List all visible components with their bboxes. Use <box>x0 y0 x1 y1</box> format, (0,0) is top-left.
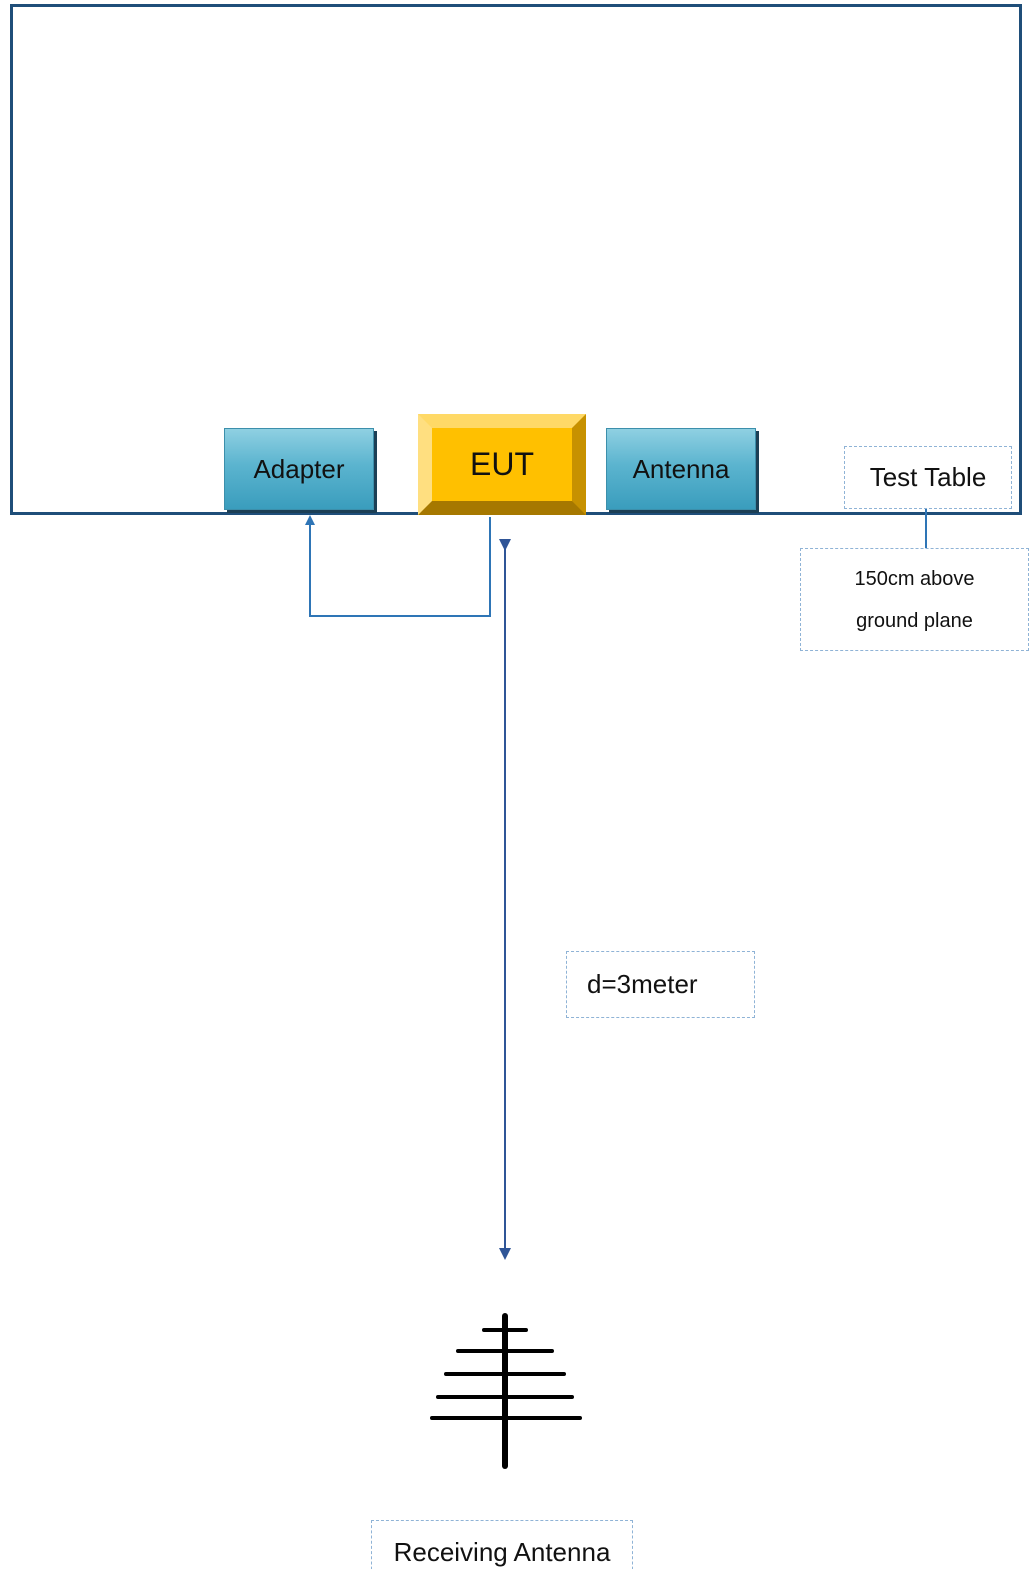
distance-label-box: d=3meter <box>566 951 755 1018</box>
receiving-antenna-icon <box>430 1313 582 1469</box>
height-note-line-2: ground plane <box>856 609 973 632</box>
adapter-label: Adapter <box>253 453 345 484</box>
distance-label: d=3meter <box>587 969 698 999</box>
eut-label: EUT <box>470 446 534 482</box>
receiving-antenna-label-box: Receiving Antenna <box>371 1520 633 1569</box>
test-table-label: Test Table <box>869 462 987 492</box>
height-note-line-1: 150cm above <box>854 567 975 590</box>
antenna-label: Antenna <box>632 453 730 484</box>
antenna-box: Antenna <box>606 428 756 510</box>
receiving-antenna-label: Receiving Antenna <box>393 1537 611 1567</box>
height-note-box: 150cm above ground plane <box>800 548 1029 651</box>
eut-adapter-cable <box>305 515 491 617</box>
adapter-box: Adapter <box>224 428 374 510</box>
eut-box: EUT <box>418 414 586 515</box>
test-table-label-box: Test Table <box>844 446 1012 509</box>
